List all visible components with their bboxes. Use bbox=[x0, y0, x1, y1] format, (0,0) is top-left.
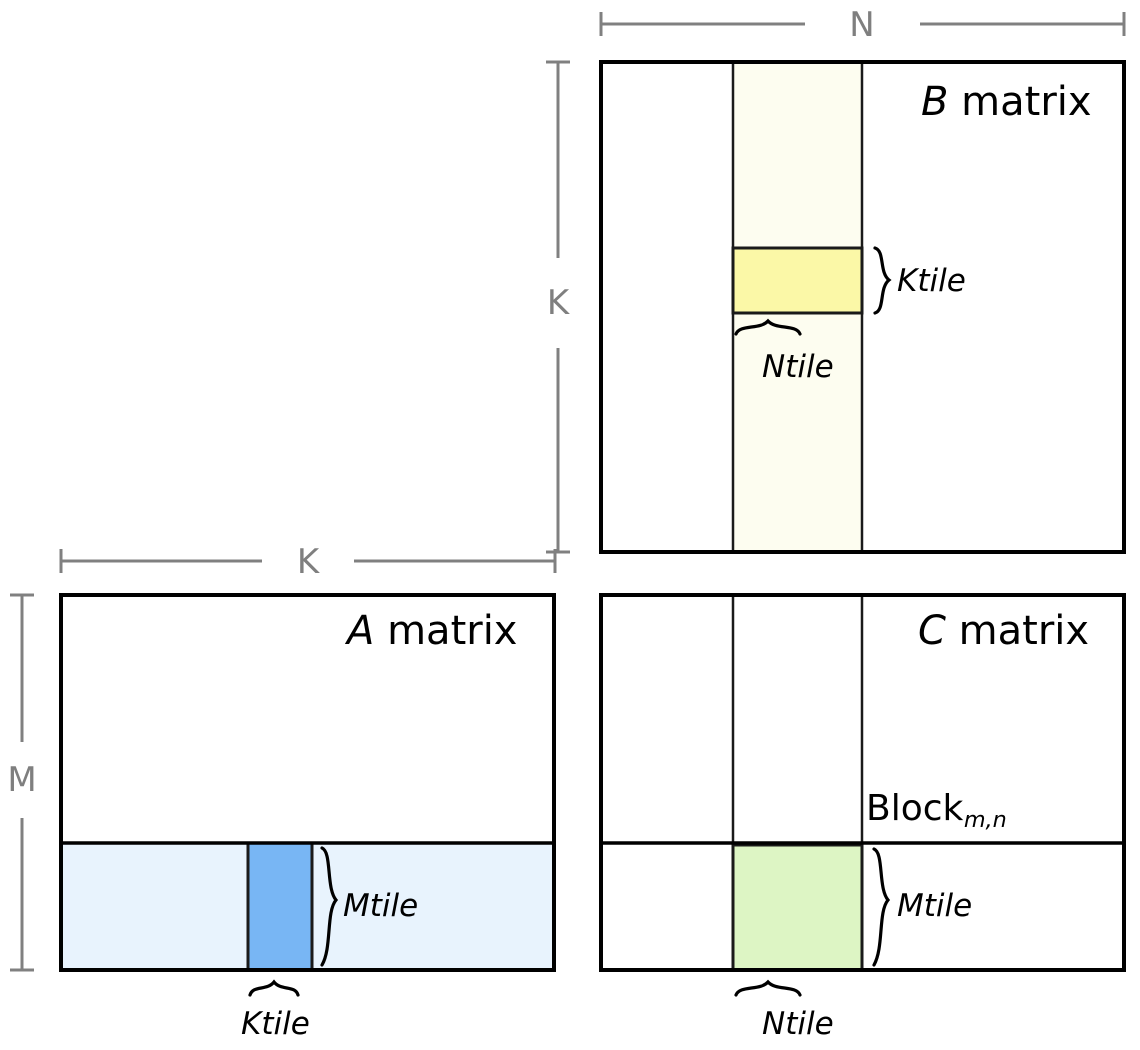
a-matrix-title-suffix: matrix bbox=[374, 608, 518, 654]
b-matrix-outline bbox=[599, 60, 1126, 554]
c-matrix-title: C matrix bbox=[918, 611, 1089, 651]
a-matrix-ktile-label: Ktile bbox=[241, 1006, 310, 1042]
b-matrix-ntile-label: Ntile bbox=[762, 349, 834, 385]
b-matrix-title: B matrix bbox=[921, 82, 1092, 122]
c-matrix-mtile-label: Mtile bbox=[897, 888, 973, 924]
c-matrix-title-variable: C bbox=[918, 608, 946, 654]
b-matrix-title-variable: B bbox=[921, 79, 949, 125]
c-matrix-title-suffix: matrix bbox=[945, 608, 1090, 654]
a-matrix-title-variable: A bbox=[347, 608, 375, 654]
b-matrix-ntile-brace bbox=[734, 318, 802, 336]
b-matrix-title-suffix: matrix bbox=[948, 79, 1092, 125]
c-matrix-block-subscript: m,n bbox=[963, 806, 1007, 833]
b-matrix-ktile-tile bbox=[731, 246, 864, 315]
a-matrix-mtile-brace bbox=[320, 846, 339, 967]
c-matrix-ntile-brace bbox=[734, 979, 802, 997]
dimension-line-k-horizontal bbox=[59, 549, 557, 573]
a-matrix-title: A matrix bbox=[347, 611, 517, 651]
c-matrix-block-tile bbox=[731, 843, 864, 972]
dimension-line-k-vertical bbox=[546, 60, 570, 554]
c-matrix-ntile-label: Ntile bbox=[762, 1006, 834, 1042]
c-matrix-mtile-brace bbox=[872, 847, 891, 967]
dimension-label-n: N bbox=[849, 5, 875, 45]
dimension-label-k-horizontal: K bbox=[296, 542, 320, 582]
c-matrix-block-text: Block bbox=[866, 788, 964, 829]
a-matrix-outline bbox=[59, 593, 556, 972]
dimension-label-m: M bbox=[7, 760, 37, 800]
b-matrix-ktile-label: Ktile bbox=[897, 263, 966, 299]
a-matrix-ktile-tile bbox=[246, 841, 314, 972]
a-matrix-ktile-brace bbox=[248, 979, 300, 997]
dimension-line-n bbox=[599, 12, 1126, 36]
a-matrix-mtile-label: Mtile bbox=[343, 888, 419, 924]
b-matrix-ktile-brace bbox=[873, 246, 892, 315]
dimension-label-k-vertical: K bbox=[546, 283, 570, 323]
dimension-line-m bbox=[10, 593, 34, 972]
c-matrix-outline bbox=[599, 593, 1126, 972]
c-matrix-block-label: Blockm,n bbox=[866, 788, 1007, 831]
